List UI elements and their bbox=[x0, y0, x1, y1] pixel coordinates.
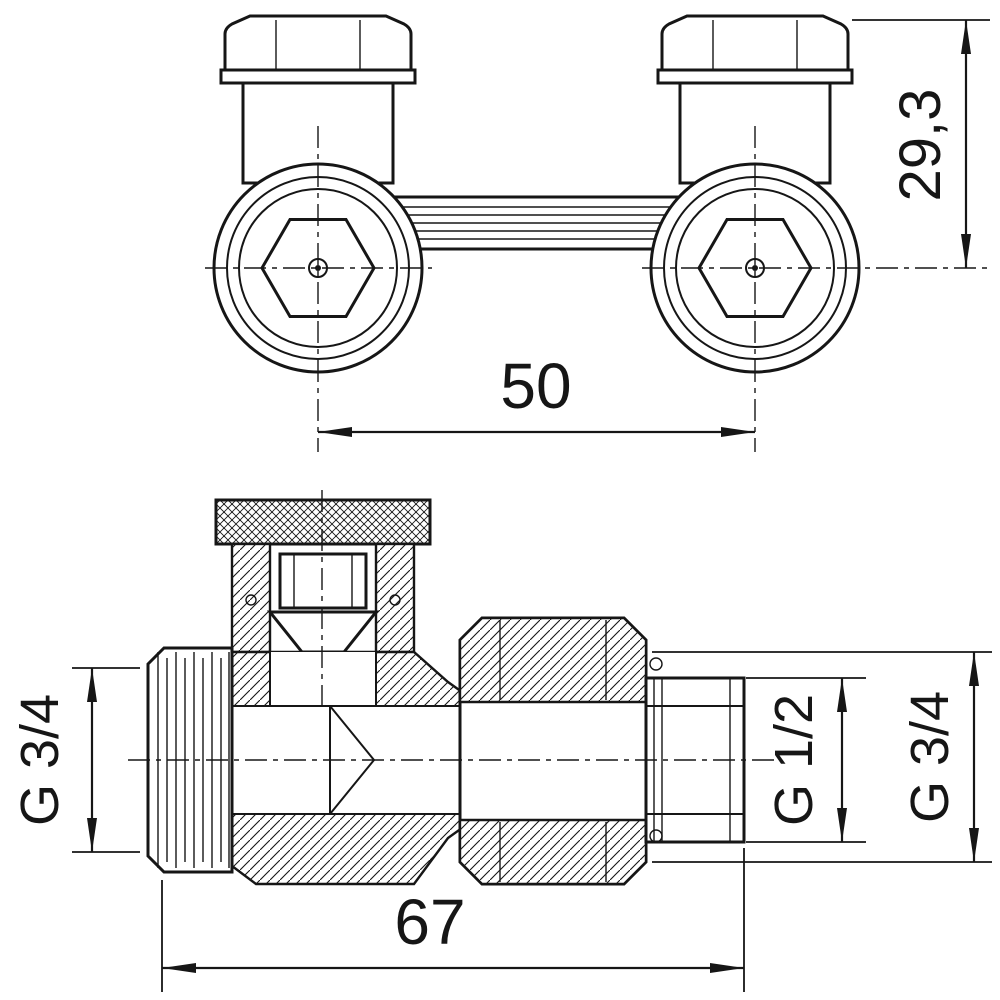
top-view: 50 29,3 bbox=[205, 14, 990, 452]
center-dot bbox=[752, 265, 758, 271]
dimension-29-3: 29,3 bbox=[852, 19, 990, 268]
bottom-view: G 3/4 G 1/2 G 3/4 67 bbox=[10, 490, 992, 992]
dim-29-3-label: 29,3 bbox=[888, 89, 953, 202]
seal-ring-top bbox=[649, 657, 663, 671]
bottom-centerlines bbox=[128, 490, 780, 761]
bonnet-cap bbox=[214, 498, 432, 546]
dimension-g34-right: G 3/4 bbox=[652, 651, 992, 863]
union-nut-section bbox=[458, 616, 648, 886]
tailpiece bbox=[644, 657, 746, 844]
dim-g12-label: G 1/2 bbox=[764, 694, 824, 826]
dimension-g34-left: G 3/4 bbox=[10, 667, 140, 853]
valve-body-section bbox=[230, 650, 464, 886]
dim-67-label: 67 bbox=[394, 886, 465, 958]
dimension-67: 67 bbox=[161, 848, 745, 992]
dim-g34-left-label: G 3/4 bbox=[10, 694, 70, 826]
center-dot bbox=[315, 265, 321, 271]
dim-g34-right-label: G 3/4 bbox=[900, 691, 960, 823]
dimension-g12: G 1/2 bbox=[746, 677, 866, 843]
dim-50-label: 50 bbox=[500, 350, 571, 422]
top-centerlines bbox=[205, 126, 990, 452]
bonnet bbox=[230, 542, 416, 654]
seal-ring-bottom bbox=[649, 829, 663, 843]
dimension-50: 50 bbox=[318, 350, 755, 437]
